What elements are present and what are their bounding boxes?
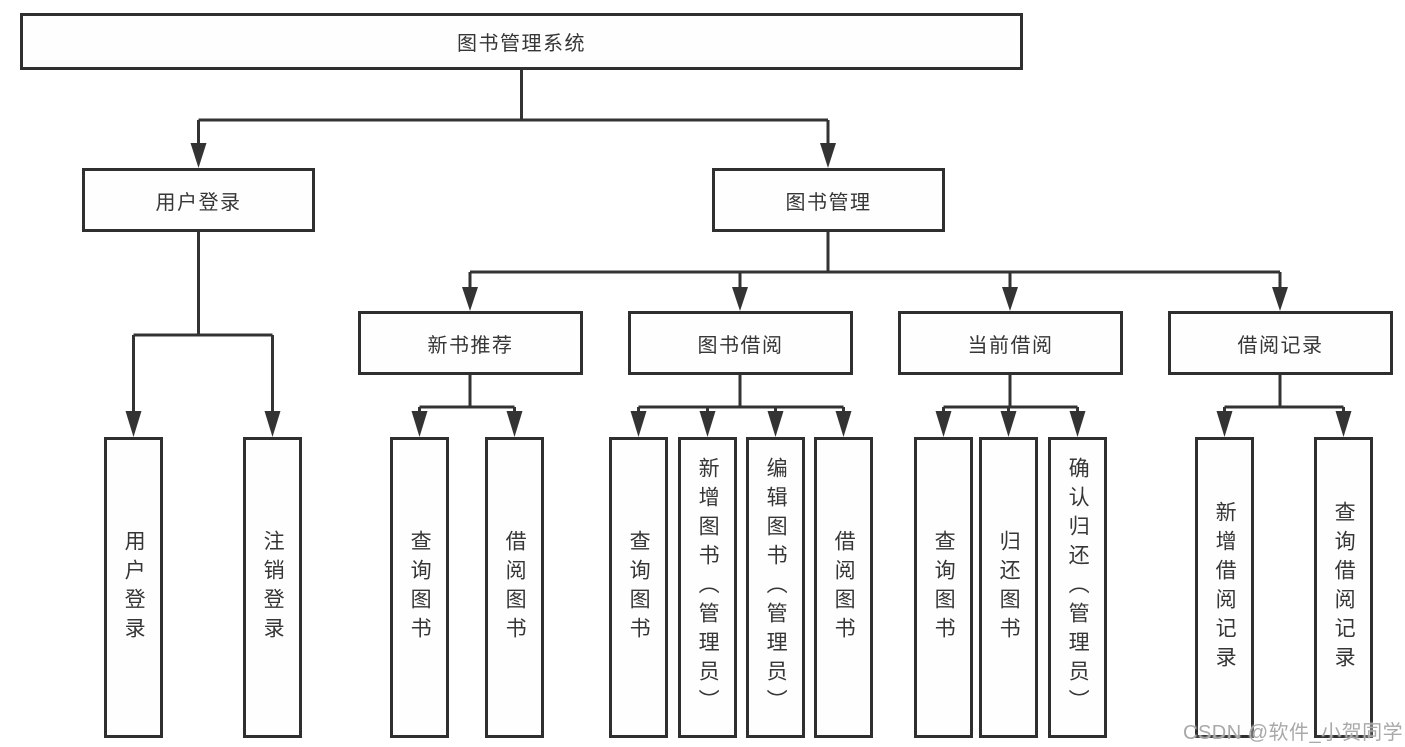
leaf-borrow-books-recommend: 借阅图书 bbox=[485, 437, 544, 738]
leaf-label: 借阅图书 bbox=[503, 529, 527, 646]
arrowheads bbox=[125, 143, 1352, 437]
watermark: CSDN @软件_小贺同学 bbox=[1183, 722, 1404, 744]
arrow-icon bbox=[1335, 411, 1352, 437]
connector-user-login-children bbox=[132, 232, 274, 415]
arrow-icon bbox=[411, 411, 428, 437]
connector-recommend-children bbox=[418, 375, 516, 416]
leaf-label: 查询图书 bbox=[408, 529, 432, 646]
leaf-label: 查询图书 bbox=[932, 529, 956, 646]
leaf-label: 借阅图书 bbox=[832, 529, 856, 646]
node-book-borrowing: 图书借阅 bbox=[628, 311, 853, 375]
leaf-query-borrow-record: 查询借阅记录 bbox=[1314, 437, 1373, 738]
arrow-icon bbox=[630, 411, 647, 437]
leaf-label: 编辑图书（管理员） bbox=[764, 457, 788, 718]
arrow-icon bbox=[767, 411, 784, 437]
leaf-query-books-current: 查询图书 bbox=[914, 437, 973, 738]
leaf-return-book: 归还图书 bbox=[979, 437, 1038, 738]
leaf-add-borrow-record: 新增借阅记录 bbox=[1195, 437, 1254, 738]
node-borrowing-records: 借阅记录 bbox=[1168, 311, 1393, 375]
node-user-login: 用户登录 bbox=[82, 168, 315, 232]
arrow-icon bbox=[462, 287, 478, 311]
node-current-borrowing: 当前借阅 bbox=[898, 311, 1123, 375]
arrow-icon bbox=[125, 411, 142, 437]
arrow-icon bbox=[190, 143, 207, 168]
leaf-borrow-books-borrowing: 借阅图书 bbox=[814, 437, 873, 738]
leaf-label: 用户登录 bbox=[122, 529, 146, 646]
arrow-icon bbox=[1000, 411, 1017, 437]
leaf-label: 新增借阅记录 bbox=[1213, 500, 1237, 675]
node-new-book-recommendation: 新书推荐 bbox=[358, 311, 583, 375]
leaf-label: 归还图书 bbox=[997, 529, 1021, 646]
leaf-label: 新增图书（管理员） bbox=[696, 457, 720, 718]
arrow-icon bbox=[1069, 411, 1086, 437]
arrow-icon bbox=[1216, 411, 1233, 437]
node-book-management: 图书管理 bbox=[712, 168, 945, 232]
connector-records-children bbox=[1223, 375, 1345, 416]
leaf-label: 查询借阅记录 bbox=[1332, 500, 1356, 675]
leaf-label: 注销登录 bbox=[261, 529, 285, 646]
arrow-icon bbox=[835, 411, 852, 437]
leaf-label: 确认归还（管理员） bbox=[1066, 457, 1090, 718]
arrow-icon bbox=[732, 287, 748, 311]
leaf-add-book-admin: 新增图书（管理员） bbox=[678, 437, 737, 738]
leaf-query-books-recommend: 查询图书 bbox=[390, 437, 449, 738]
leaf-edit-book-admin: 编辑图书（管理员） bbox=[746, 437, 805, 738]
arrow-icon bbox=[1002, 287, 1018, 311]
arrow-icon bbox=[1272, 287, 1288, 311]
leaf-label: 查询图书 bbox=[627, 529, 651, 646]
leaf-logout: 注销登录 bbox=[243, 437, 302, 738]
arrow-icon bbox=[935, 411, 952, 437]
connector-book-management-children bbox=[468, 232, 1282, 290]
arrow-icon bbox=[820, 143, 836, 168]
connector-borrowing-children bbox=[637, 375, 845, 416]
connector-root-to-level2 bbox=[197, 70, 830, 146]
arrow-icon bbox=[264, 411, 281, 437]
leaf-confirm-return-admin: 确认归还（管理员） bbox=[1048, 437, 1107, 738]
leaf-user-login: 用户登录 bbox=[104, 437, 163, 738]
arrow-icon bbox=[506, 411, 523, 437]
leaf-query-books-borrowing: 查询图书 bbox=[609, 437, 668, 738]
connector-current-children bbox=[942, 375, 1079, 416]
node-book-management-system: 图书管理系统 bbox=[20, 13, 1023, 70]
arrow-icon bbox=[699, 411, 716, 437]
